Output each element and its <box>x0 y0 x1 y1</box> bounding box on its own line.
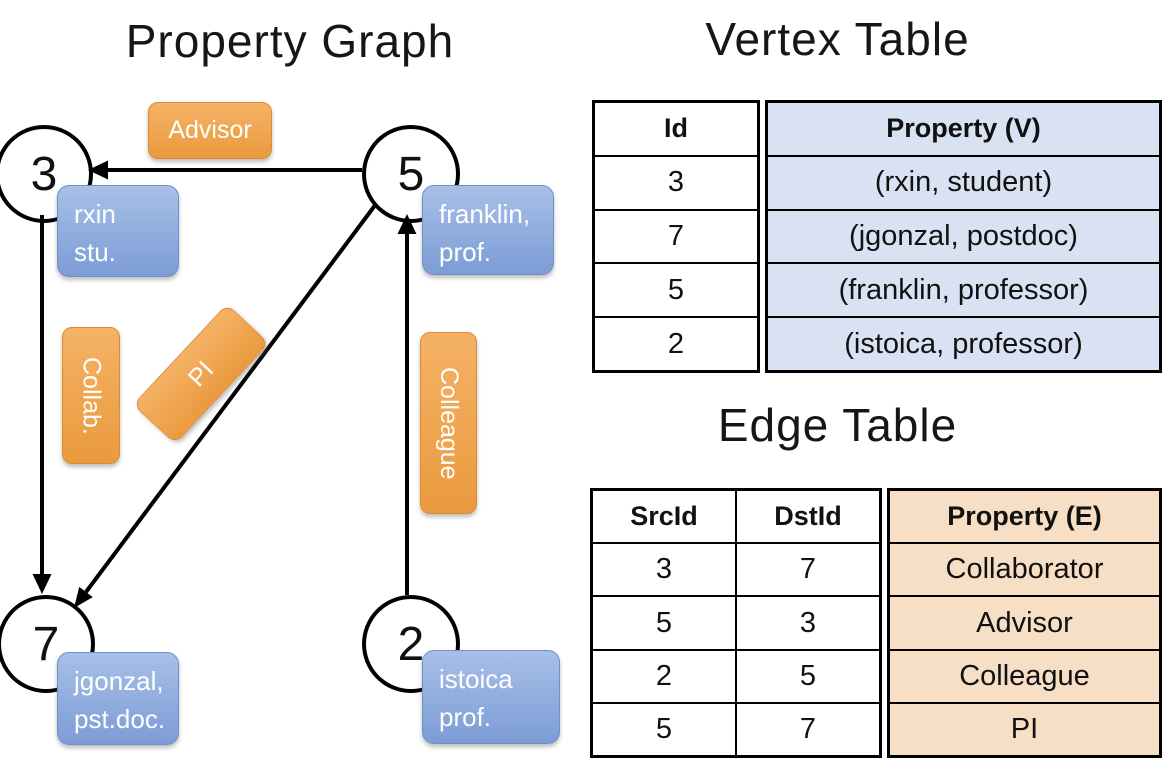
vertex-table-property-column: Property (V) (rxin, student) (jgonzal, p… <box>765 100 1162 373</box>
edge-label-pi: PI <box>132 303 270 445</box>
edge-table-row: 5 3 <box>593 595 879 649</box>
edge-table-row: 2 5 <box>593 648 879 702</box>
edge-table-header-row: SrcId DstId <box>593 491 879 543</box>
edge-table-row: 5 7 <box>593 701 879 756</box>
vertex-property-box-rxin: rxin stu. <box>57 185 179 277</box>
node-5-id: 5 <box>397 147 425 201</box>
vertex-property-line: pst.doc. <box>74 703 166 734</box>
edge-table-property-column: Property (E) Collaborator Advisor Collea… <box>887 488 1162 758</box>
edge-table-src-cell: 2 <box>655 659 673 692</box>
edge-table-dst-cell: 3 <box>735 597 879 649</box>
vertex-property-line: istoica <box>439 664 513 694</box>
vertex-table-property-cell: (jgonzal, postdoc) <box>768 208 1159 263</box>
edge-table-property-cell: PI <box>890 701 1159 756</box>
edge-label-colleague: Colleague <box>420 332 477 514</box>
vertex-property-box-franklin: franklin, prof. <box>422 185 554 275</box>
edge-table-src-dst-columns: SrcId DstId 3 7 5 3 2 5 5 7 <box>590 488 882 758</box>
edge-table-src-cell: 5 <box>655 712 673 745</box>
edge-table-property-cell: Advisor <box>890 595 1159 649</box>
edge-label-text: PI <box>182 355 219 392</box>
property-graph-title: Property Graph <box>125 15 455 67</box>
vertex-property-line: stu. <box>74 236 116 267</box>
node-2-id: 2 <box>397 617 425 671</box>
vertex-property-box-jgonzal: jgonzal, pst.doc. <box>57 652 179 745</box>
vertex-table-property-cell: (istoica, professor) <box>768 316 1159 370</box>
edge-arrow-2-to-5 <box>397 214 417 595</box>
vertex-table-id-header: Id <box>664 113 688 144</box>
vertex-property-line: jgonzal, <box>74 666 164 696</box>
edge-table-srcid-header: SrcId <box>630 501 698 532</box>
edge-label-collab: Collab. <box>62 327 120 464</box>
vertex-property-line: rxin <box>74 199 116 229</box>
vertex-property-box-istoica: istoica prof. <box>422 650 560 744</box>
vertex-table-id-cell: 5 <box>595 262 757 316</box>
vertex-property-line: prof. <box>439 236 492 267</box>
vertex-property-line: prof. <box>439 701 492 732</box>
edge-table-src-cell: 3 <box>655 553 673 586</box>
node-3-id: 3 <box>30 147 58 201</box>
edge-table-property-header: Property (E) <box>890 491 1159 543</box>
vertex-table-property-header: Property (V) <box>768 103 1159 155</box>
vertex-table-id-cell: 7 <box>595 208 757 263</box>
edge-label-text: Advisor <box>168 116 252 144</box>
edge-table-title: Edge Table <box>717 399 958 451</box>
vertex-table-property-cell: (rxin, student) <box>768 154 1159 209</box>
edge-label-text: Colleague <box>435 366 463 480</box>
edge-table-row: 3 7 <box>593 542 879 596</box>
vertex-table-property-cell: (franklin, professor) <box>768 262 1159 317</box>
edge-arrow-3-to-7 <box>32 215 52 594</box>
vertex-table-id-cell: 2 <box>595 316 757 370</box>
node-3: 3 <box>0 125 93 223</box>
edge-table-dst-cell: 5 <box>735 650 879 702</box>
edge-label-text: Collab. <box>77 356 106 435</box>
edge-arrow-5-to-3 <box>88 160 362 180</box>
node-7-id: 7 <box>32 617 60 671</box>
vertex-table-title: Vertex Table <box>705 13 970 65</box>
vertex-table-id-cell: 3 <box>595 154 757 209</box>
vertex-property-line: franklin, <box>439 199 531 229</box>
edge-table-property-cell: Collaborator <box>890 542 1159 596</box>
edge-label-advisor: Advisor <box>148 102 272 159</box>
edge-table-dstid-header: DstId <box>735 491 879 543</box>
edge-table-property-cell: Colleague <box>890 648 1159 702</box>
edge-table-dst-cell: 7 <box>735 544 879 596</box>
edge-table-src-cell: 5 <box>655 606 673 639</box>
vertex-table-id-column: Id 3 7 5 2 <box>592 100 760 373</box>
edge-table-dst-cell: 7 <box>735 703 879 756</box>
